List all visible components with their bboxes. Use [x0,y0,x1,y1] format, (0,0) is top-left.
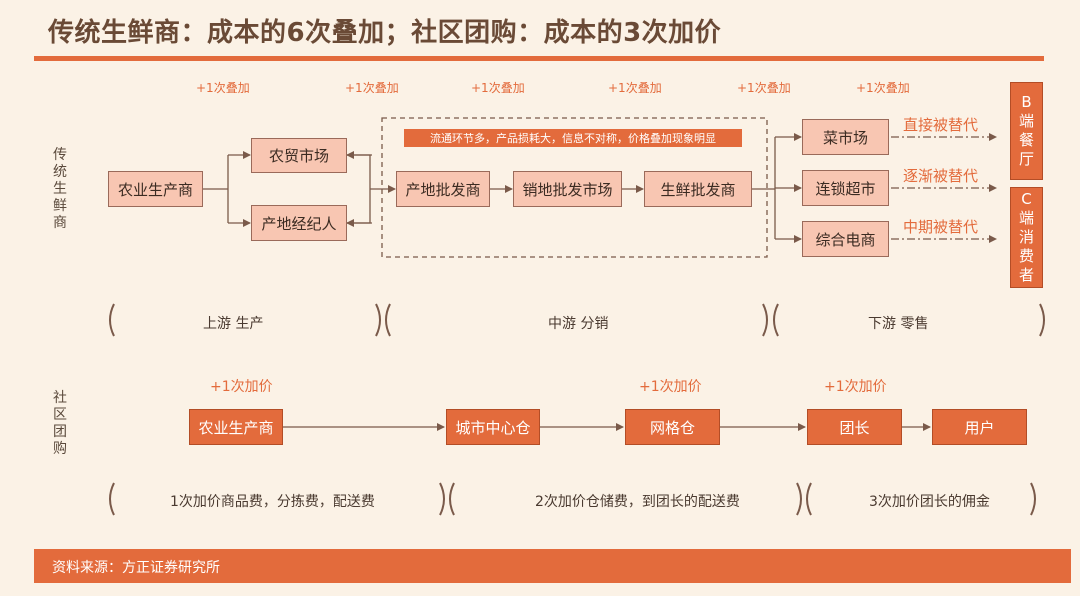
node-origin-broker: 产地经纪人 [251,205,347,241]
segment-upstream: 上游 生产 [203,316,264,332]
endpoint-c-consumer: C端消费者 [1010,187,1043,288]
community-segment-1: 1次加价商品费，分拣费，配送费 [170,494,375,510]
node-sales-wholesale-market: 销地批发市场 [513,171,622,207]
markup-label: +1次加价 [639,379,702,395]
community-segment-2: 2次加价仓储费，到团长的配送费 [535,494,740,510]
community-node-grid-warehouse: 网格仓 [625,409,720,445]
node-origin-wholesale: 产地批发商 [396,171,490,207]
segment-downstream: 下游 零售 [868,316,929,332]
node-vegetable-market: 菜市场 [802,119,889,155]
community-node-user: 用户 [932,409,1027,445]
endpoint-c-label: C端消费者 [1018,190,1034,284]
endpoint-b-label: B端餐厅 [1018,93,1034,168]
increment-label: +1次叠加 [345,81,399,95]
markup-label: +1次加价 [824,379,887,395]
traditional-side-label: 传统生鲜商 [53,147,67,231]
markup-label: +1次加价 [210,379,273,395]
increment-label: +1次叠加 [196,81,250,95]
increment-label: +1次叠加 [856,81,910,95]
node-integrated-ecommerce: 综合电商 [802,221,889,257]
node-farm-market: 农贸市场 [251,138,347,173]
source-footer: 资料来源：方正证券研究所 [34,549,1071,583]
replacement-label-midterm: 中期被替代 [903,218,979,236]
community-node-producer: 农业生产商 [189,409,283,445]
node-fresh-wholesale: 生鲜批发商 [644,171,752,207]
replacement-label-direct: 直接被替代 [903,116,979,134]
midstream-banner: 流通环节多，产品损耗大，信息不对称，价格叠加现象明显 [404,129,742,147]
increment-label: +1次叠加 [471,81,525,95]
community-side-label: 社区团购 [53,390,67,457]
replacement-label-gradual: 逐渐被替代 [903,167,979,185]
community-node-city-center-warehouse: 城市中心仓 [446,409,540,445]
community-node-group-leader: 团长 [807,409,902,445]
increment-label: +1次叠加 [608,81,662,95]
increment-label: +1次叠加 [737,81,791,95]
source-text: 资料来源：方正证券研究所 [52,560,220,576]
node-chain-supermarket: 连锁超市 [802,170,889,206]
title-divider [34,56,1044,61]
node-producer: 农业生产商 [108,171,203,207]
community-segment-3: 3次加价团长的佣金 [869,494,990,510]
segment-midstream: 中游 分销 [548,316,609,332]
page-title: 传统生鲜商：成本的6次叠加；社区团购：成本的3次加价 [48,18,722,48]
endpoint-b-restaurant: B端餐厅 [1010,82,1043,180]
